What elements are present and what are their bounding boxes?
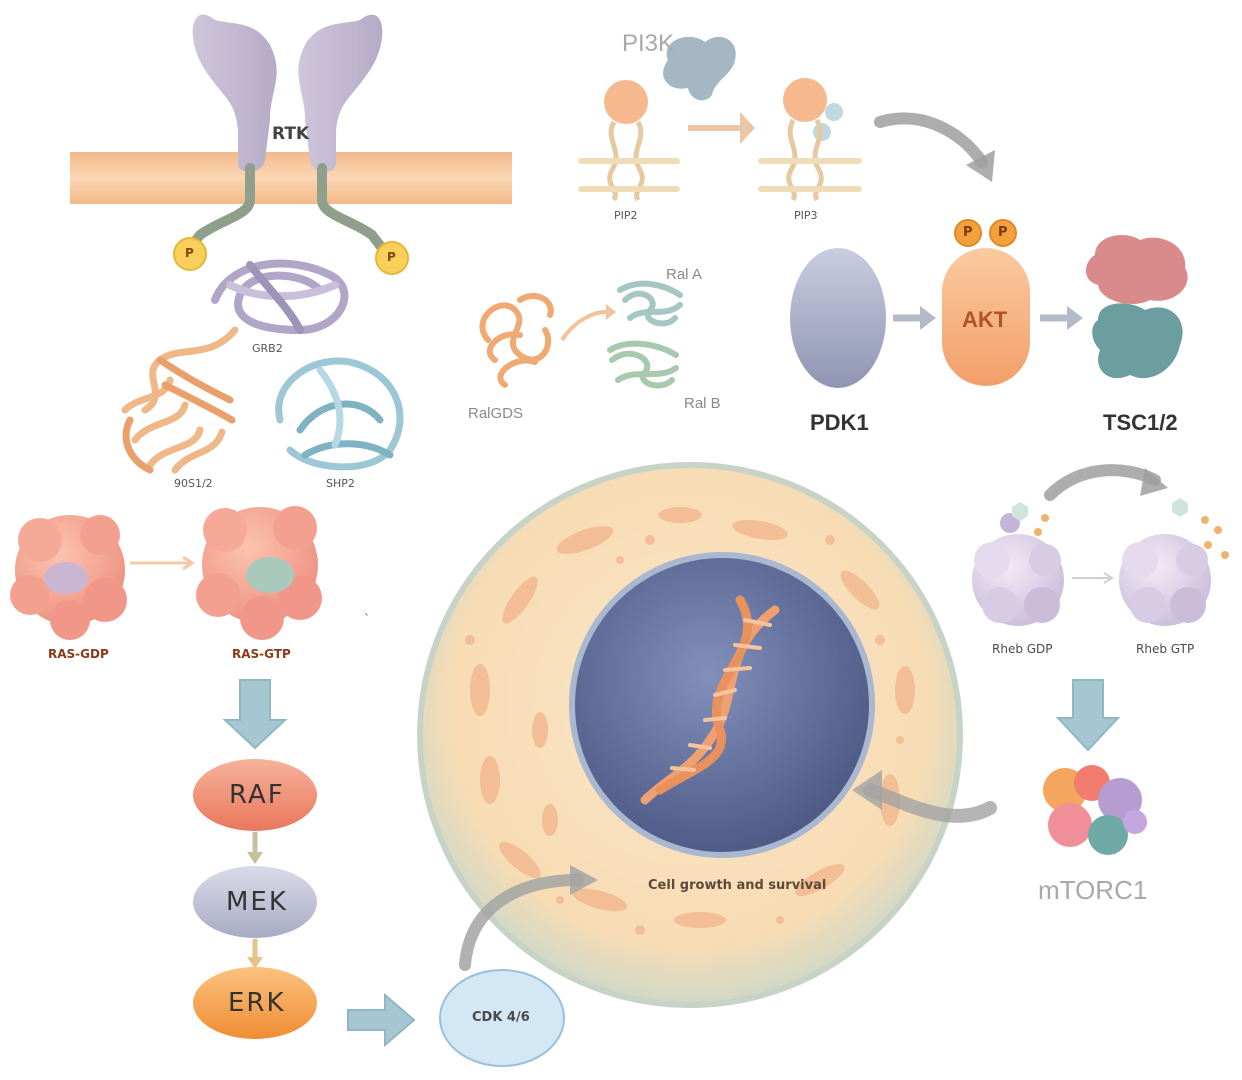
- pip3-label: PIP3: [794, 209, 818, 222]
- erk-node: [193, 967, 317, 1039]
- pi3k-protein: [663, 36, 736, 101]
- raf-label: RAF: [229, 780, 285, 810]
- cdk-label: CDK 4/6: [472, 1010, 530, 1025]
- ralgds-arrow: [560, 309, 613, 342]
- phospho-akt-2-label: P: [998, 225, 1008, 240]
- down-arrow-icon: [222, 679, 288, 750]
- ral-a-label: Ral A: [666, 266, 702, 283]
- rtk-label: RTK: [272, 124, 310, 144]
- ral-a-protein: [617, 280, 683, 327]
- rheb-gtp-label: Rheb GTP: [1136, 642, 1195, 656]
- ralgds-label: RalGDS: [468, 405, 524, 422]
- phospho-akt-1-label: P: [963, 225, 973, 240]
- shp2-label: SHP2: [326, 477, 355, 490]
- cdk-to-cell-arrow: [459, 874, 584, 971]
- grb2-label: GRB2: [252, 342, 283, 355]
- phospho-right-label: P: [387, 250, 396, 264]
- pdk1-node: [790, 248, 886, 388]
- phospho-akt-1-icon: [954, 219, 982, 247]
- akt-node: [942, 248, 1030, 386]
- pip2-label: PIP2: [614, 209, 638, 222]
- rheb-cycle-arrow: [1044, 464, 1161, 501]
- pip2-lipid: [578, 80, 680, 202]
- grb2-protein: [211, 259, 349, 335]
- tsc-complex: [1085, 235, 1188, 379]
- phospho-akt-2-icon: [989, 219, 1017, 247]
- mtorc1-label: mTORC1: [1038, 875, 1148, 905]
- ras-gdp-label: RAS-GDP: [48, 647, 109, 661]
- ras-gdp-protein: [10, 515, 127, 640]
- ralgds-protein: [479, 293, 554, 388]
- tick-mark: `: [364, 612, 370, 626]
- rheb-gdp-label: Rheb GDP: [992, 642, 1053, 656]
- mtorc1-complex: [1043, 765, 1147, 855]
- ral-b-protein: [607, 340, 679, 389]
- plasma-membrane: [70, 152, 512, 204]
- down-arrow-mtorc1-icon: [1055, 679, 1121, 752]
- pip-arrow: [688, 112, 755, 144]
- right-arrow-icon: [347, 992, 416, 1048]
- ras-gtp-label: RAS-GTP: [232, 647, 291, 661]
- shp2-protein: [275, 357, 404, 471]
- mek-label: MEK: [226, 887, 288, 917]
- dna-icon: [640, 595, 780, 805]
- ral-b-label: Ral B: [684, 395, 721, 412]
- pip3-to-akt-arrow: [874, 112, 988, 168]
- rheb-gdp-protein: [972, 502, 1064, 626]
- phospho-right-icon: [375, 241, 409, 275]
- pdk1-label: PDK1: [810, 410, 869, 435]
- raf-node: [193, 759, 317, 831]
- akt-label: AKT: [962, 307, 1008, 332]
- phospho-left-icon: [173, 237, 207, 271]
- pip3-lipid: [758, 78, 862, 202]
- cell: [417, 462, 963, 1008]
- cdk-node: [439, 969, 565, 1067]
- phospho-left-label: P: [185, 246, 194, 260]
- rheb-gtp-protein: [1119, 498, 1229, 626]
- tsc-label: TSC1/2: [1103, 410, 1178, 435]
- sos-label: 90S1/2: [174, 477, 213, 490]
- cell-growth-label: Cell growth and survival: [648, 878, 827, 893]
- pi3k-label: PI3K: [622, 30, 675, 57]
- sos-protein: [121, 326, 239, 474]
- erk-label: ERK: [228, 988, 286, 1018]
- ras-gtp-protein: [196, 506, 322, 640]
- rtk-receptor: [173, 14, 409, 275]
- mek-node: [193, 866, 317, 938]
